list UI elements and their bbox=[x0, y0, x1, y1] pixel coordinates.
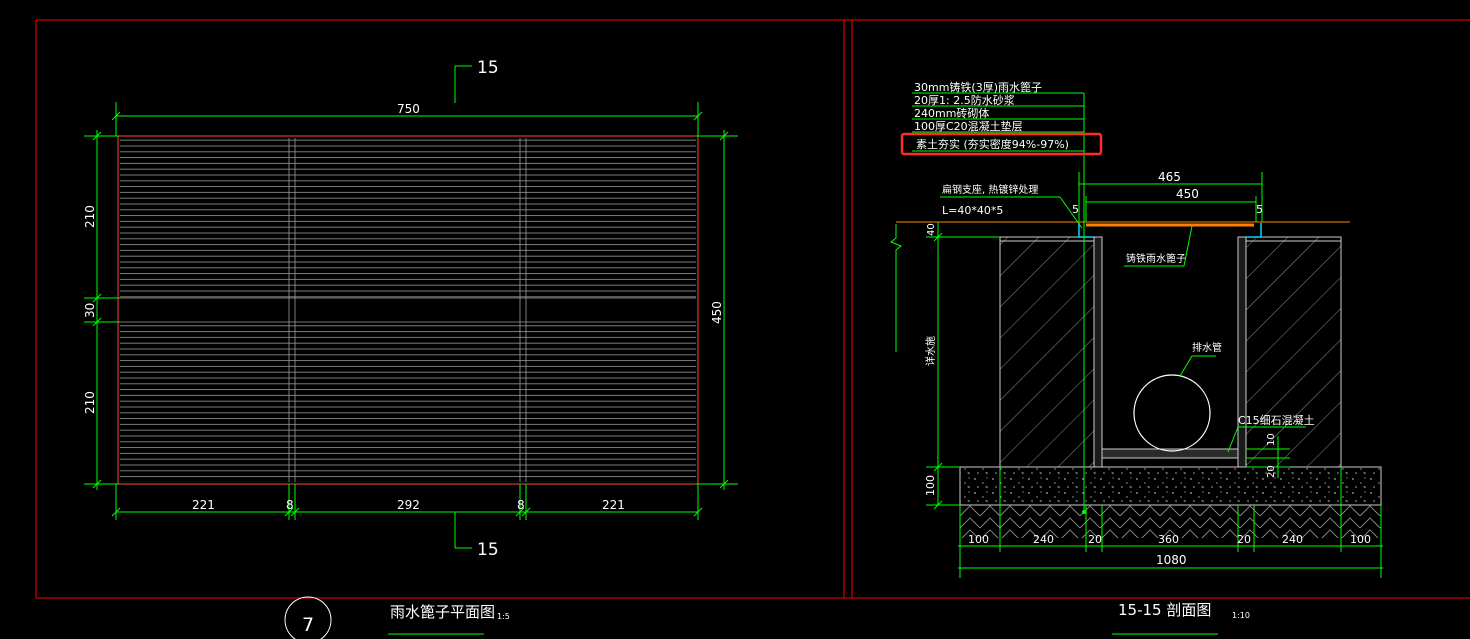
angle-spec: L=40*40*5 bbox=[942, 204, 1003, 217]
section-mark-top-label: 15 bbox=[477, 58, 499, 78]
section-scale: 1:10 bbox=[1232, 611, 1250, 620]
grate-leader bbox=[1183, 225, 1193, 267]
section-mark-bottom-label: 15 bbox=[477, 540, 499, 560]
section-view: 30mm铸铁(3厚)雨水篦子 20厚1: 2.5防水砂浆 240mm砖砌体 10… bbox=[890, 80, 1383, 635]
dim-bottom-20-right: 20 bbox=[1237, 533, 1251, 546]
dim-bottom-20-left: 20 bbox=[1088, 533, 1102, 546]
angle-leader bbox=[940, 196, 1083, 229]
dimension-vertical-left bbox=[890, 222, 1000, 510]
dim-10-text: 10 bbox=[1266, 433, 1277, 446]
callout-concrete: 100厚C20混凝土垫层 bbox=[914, 119, 1023, 133]
dim-221-left-text: 221 bbox=[192, 498, 215, 512]
plan-scale: 1:5 bbox=[497, 612, 510, 621]
angle-label: 扁钢支座, 热镀锌处理 bbox=[942, 183, 1038, 196]
brick-wall-left bbox=[999, 236, 1095, 468]
callout-mortar: 20厚1: 2.5防水砂浆 bbox=[914, 93, 1015, 107]
dim-bottom-240-right: 240 bbox=[1282, 533, 1303, 546]
pipe-leader-2 bbox=[1179, 355, 1193, 377]
grate-bars-lower bbox=[120, 322, 696, 482]
grate-label: 铸铁雨水篦子 bbox=[1126, 252, 1186, 265]
grate-bearing-bars bbox=[120, 138, 696, 482]
dimension-left bbox=[84, 130, 120, 490]
drawing-number-circle bbox=[284, 596, 332, 639]
grate-bars-upper bbox=[120, 138, 696, 298]
dim-20-text: 20 bbox=[1266, 465, 1277, 478]
dim-bottom-360: 360 bbox=[1158, 533, 1179, 546]
dim-100-left-text: 100 bbox=[924, 475, 937, 496]
layer-callout-leader bbox=[912, 92, 1086, 514]
callout-soil: 素土夯实 (夯实密度94%-97%) bbox=[916, 137, 1069, 151]
dimension-section-bottom bbox=[958, 467, 1383, 578]
dim-40-text: 40 bbox=[926, 223, 937, 236]
dim-210-top-text: 210 bbox=[83, 205, 97, 228]
drawing-frame bbox=[35, 19, 1470, 599]
dim-450-text-section: 450 bbox=[1176, 187, 1199, 201]
section-mark-top bbox=[454, 65, 472, 103]
grate-section bbox=[1078, 223, 1262, 238]
drawing-number: 7 bbox=[302, 614, 314, 636]
dim-292-text: 292 bbox=[397, 498, 420, 512]
channel-lining bbox=[1000, 236, 1341, 468]
dim-30-text: 30 bbox=[83, 303, 97, 318]
dim-221-right-text: 221 bbox=[602, 498, 625, 512]
dim-bottom-240-left: 240 bbox=[1033, 533, 1054, 546]
dim-8-right-text: 8 bbox=[517, 498, 525, 512]
dim-210-bottom-text: 210 bbox=[83, 391, 97, 414]
dim-8-left-text: 8 bbox=[286, 498, 294, 512]
dim-5-right-text: 5 bbox=[1256, 203, 1263, 216]
c15-leader bbox=[1227, 426, 1306, 478]
dim-750-text: 750 bbox=[397, 102, 420, 116]
drain-pipe bbox=[1133, 374, 1211, 452]
dim-bottom-100-left: 100 bbox=[968, 533, 989, 546]
c15-label: C15细石混凝土 bbox=[1238, 413, 1315, 427]
dim-bottom-100-right: 100 bbox=[1350, 533, 1371, 546]
pipe-label: 排水管 bbox=[1192, 341, 1222, 354]
concrete-base bbox=[959, 466, 1382, 506]
plan-title: 雨水篦子平面图 bbox=[390, 603, 495, 621]
grate-outline bbox=[117, 135, 699, 485]
plan-view: 15 15 750 bbox=[83, 58, 738, 639]
dimension-right bbox=[696, 130, 738, 490]
dimension-465-450 bbox=[1078, 172, 1263, 222]
section-title: 15-15 剖面图 bbox=[1118, 601, 1211, 619]
dim-450-text: 450 bbox=[710, 301, 724, 324]
callout-grate: 30mm铸铁(3厚)雨水篦子 bbox=[914, 80, 1042, 94]
dimension-bottom bbox=[111, 484, 703, 520]
dim-total-1080: 1080 bbox=[1156, 553, 1187, 567]
callout-brick: 240mm砖砌体 bbox=[914, 106, 989, 120]
depth-label: 详水施 bbox=[924, 336, 937, 366]
section-mark-bottom bbox=[454, 512, 472, 549]
compacted-soil bbox=[960, 505, 1381, 538]
dim-5-left-text: 5 bbox=[1072, 203, 1079, 216]
brick-wall-right bbox=[1245, 236, 1342, 468]
dimension-750 bbox=[111, 102, 703, 136]
highlight-box bbox=[900, 132, 1103, 156]
dim-465-text: 465 bbox=[1158, 170, 1181, 184]
